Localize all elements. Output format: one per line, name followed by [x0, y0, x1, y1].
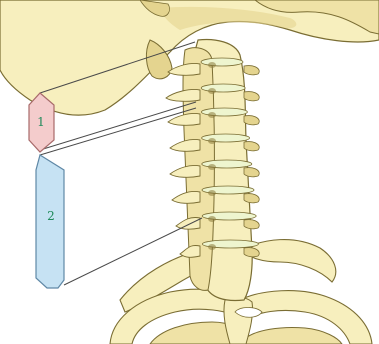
spinous-process: [168, 63, 200, 75]
transverse-process: [244, 92, 259, 101]
transverse-process: [244, 194, 259, 203]
spinous-process: [180, 245, 200, 257]
neural-foramen: [208, 112, 216, 118]
neural-foramen: [208, 190, 216, 196]
transverse-process: [244, 168, 259, 177]
region-tag-1-label: 1: [37, 115, 45, 129]
transverse-process: [244, 116, 259, 125]
spinous-process: [166, 89, 200, 101]
neural-foramen: [208, 164, 216, 170]
spinous-process: [176, 217, 200, 229]
spinous-process: [172, 191, 200, 203]
region-tags: 1 2: [29, 93, 64, 288]
neural-foramen: [208, 138, 216, 144]
spinous-process: [170, 139, 200, 151]
intervertebral-disc: [201, 58, 243, 66]
sternum: [224, 297, 253, 344]
transverse-process: [244, 220, 259, 229]
region-tag-2-label: 2: [47, 209, 55, 223]
neural-foramen: [208, 216, 216, 222]
region-tag-1: 1: [29, 93, 54, 152]
spinous-process: [170, 165, 200, 177]
intervertebral-disc: [201, 84, 245, 92]
neural-foramen: [208, 62, 216, 68]
transverse-process: [244, 66, 259, 75]
region-tag-2: 2: [36, 155, 64, 288]
neural-foramen: [208, 88, 216, 94]
transverse-process: [244, 142, 259, 151]
neural-foramen: [208, 244, 216, 250]
